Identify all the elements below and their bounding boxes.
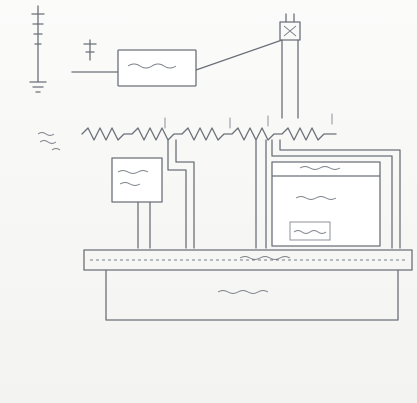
zigzag-markers (164, 113, 333, 129)
top-right-component (279, 13, 301, 41)
top-box (117, 49, 197, 87)
left-small-box (111, 157, 163, 249)
bus-bar (83, 249, 413, 271)
left-side-label (37, 132, 61, 151)
bottom-box (105, 269, 399, 321)
zigzag-line (81, 127, 337, 141)
antenna-symbol (29, 5, 47, 93)
top-left-terminal (71, 39, 119, 73)
vertical-feed (281, 39, 299, 119)
vertical-conductors (167, 139, 401, 249)
right-box (271, 161, 381, 247)
top-link-line (195, 39, 283, 71)
